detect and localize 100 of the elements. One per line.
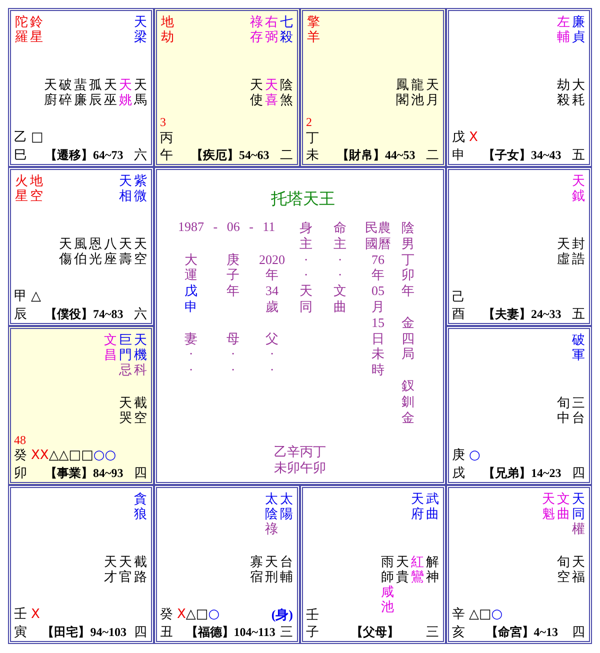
transformation-mark: 忌: [119, 362, 132, 377]
palace-label: 【福德】104~113: [186, 625, 276, 639]
earthly-branch: 巳: [14, 148, 27, 162]
status-marks: X: [177, 607, 186, 622]
info-column: 戊申: [184, 283, 198, 315]
limit-number: 三: [280, 625, 293, 639]
star-name: 雨師: [381, 554, 394, 584]
star-name: 劫殺: [557, 77, 570, 107]
status-marks: ○: [208, 607, 220, 622]
transformation-mark: 祿: [265, 521, 278, 536]
star-name: 文曲: [557, 491, 570, 521]
limit-number: 五: [572, 307, 585, 321]
star-name: 旬空: [557, 554, 570, 584]
info-column: 庚子年: [226, 252, 240, 299]
palace-label: 【夫妻】24~33: [483, 307, 562, 321]
heavenly-stem: 癸: [14, 447, 27, 462]
transformation-mark: 科: [134, 362, 147, 377]
earthly-branch: 辰: [14, 307, 27, 321]
star-name: 解神: [426, 554, 439, 584]
star-name: 陀羅: [15, 14, 28, 44]
status-marks: ○: [469, 448, 480, 463]
star-name: 鈴星: [30, 14, 43, 44]
star-name: 天同: [572, 491, 585, 521]
earthly-branch: 寅: [14, 625, 27, 639]
info-column: 釵釧金: [402, 378, 414, 426]
palace-cell: [8, 167, 154, 326]
earthly-branch: 午: [160, 148, 173, 162]
palace-label: 【疾厄】54~63: [191, 148, 270, 162]
star-name: 鳳閣: [396, 77, 409, 107]
star-name: 恩光: [89, 236, 102, 266]
star-name: 天機: [134, 332, 147, 362]
star-name: 天傷: [59, 236, 72, 266]
star-name: 天月: [426, 77, 439, 107]
limit-number: 五: [572, 148, 585, 162]
star-name: 封誥: [572, 236, 585, 266]
star-name: 地空: [30, 173, 43, 203]
star-name: 太陽: [280, 491, 293, 521]
heavenly-stem: 壬: [306, 607, 319, 622]
star-name: 天巫: [104, 77, 117, 107]
star-name: 天使: [250, 77, 263, 107]
palace-cell: [8, 485, 154, 644]
star-name: 天刑: [265, 554, 278, 584]
star-name: 天府: [411, 491, 424, 521]
star-name: 天鉞: [572, 173, 585, 203]
info-column: 母··: [226, 330, 240, 378]
count-number: 48: [14, 433, 26, 447]
limit-number: 四: [572, 466, 585, 480]
star-name: 天相: [119, 173, 132, 203]
palace-label: 【財帛】44~53: [337, 148, 416, 162]
star-name: 左輔: [557, 14, 570, 44]
star-name: 巨門: [119, 332, 132, 362]
body-marker: (身): [271, 608, 293, 622]
star-name: 天虛: [557, 236, 570, 266]
palace-label: 【田宅】94~103: [42, 625, 126, 639]
heavenly-stem: 癸: [160, 606, 173, 621]
star-name: 天官: [119, 554, 132, 584]
info-column: 妻··: [184, 330, 198, 378]
four-pillars: 乙辛丙丁未卯午卯: [274, 444, 326, 476]
palace-cell: [154, 8, 300, 167]
star-name: 截空: [134, 395, 147, 425]
palace-cell: [8, 326, 154, 485]
info-column: 2020年34歲: [259, 252, 285, 315]
star-name: 地劫: [161, 14, 174, 44]
heavenly-stem: 辛: [452, 606, 465, 621]
limit-number: 四: [134, 466, 147, 480]
count-number: 3: [160, 115, 166, 129]
heavenly-stem: 丙: [160, 130, 173, 145]
earthly-branch: 丑: [160, 625, 173, 639]
palace-label: 【命宮】4~13: [486, 625, 558, 639]
star-name: 天哭: [119, 395, 132, 425]
star-name: 右弼: [265, 14, 278, 44]
limit-number: 四: [134, 625, 147, 639]
heavenly-stem: 戊: [452, 129, 465, 144]
palace-cell: [446, 8, 592, 167]
star-name: 火星: [15, 173, 28, 203]
limit-number: 二: [280, 148, 293, 162]
star-name: 八座: [104, 236, 117, 266]
limit-number: 二: [426, 148, 439, 162]
star-name: 祿存: [250, 14, 263, 44]
star-name: 龍池: [411, 77, 424, 107]
earthly-branch: 亥: [452, 625, 465, 639]
star-name: 太陰: [265, 491, 278, 521]
transformation-mark: 咸池: [381, 584, 394, 614]
star-name: 三台: [572, 395, 585, 425]
earthly-branch: 未: [306, 148, 319, 162]
palace-cell: [446, 326, 592, 485]
star-name: 武曲: [426, 491, 439, 521]
earthly-branch: 戌: [452, 466, 465, 480]
heavenly-stem: 甲: [14, 288, 27, 303]
heavenly-stem: 丁: [306, 130, 319, 145]
star-name: 破軍: [572, 332, 585, 362]
star-name: 蜚廉: [74, 77, 87, 107]
star-name: 大耗: [572, 77, 585, 107]
star-name: 天喜: [265, 77, 278, 107]
heavenly-stem: 庚: [452, 447, 465, 462]
status-marks: XX: [31, 448, 49, 463]
star-name: 破碎: [59, 77, 72, 107]
star-name: 台輔: [280, 554, 293, 584]
palace-label: 【子女】34~43: [483, 148, 562, 162]
info-column: 大運: [184, 252, 198, 284]
